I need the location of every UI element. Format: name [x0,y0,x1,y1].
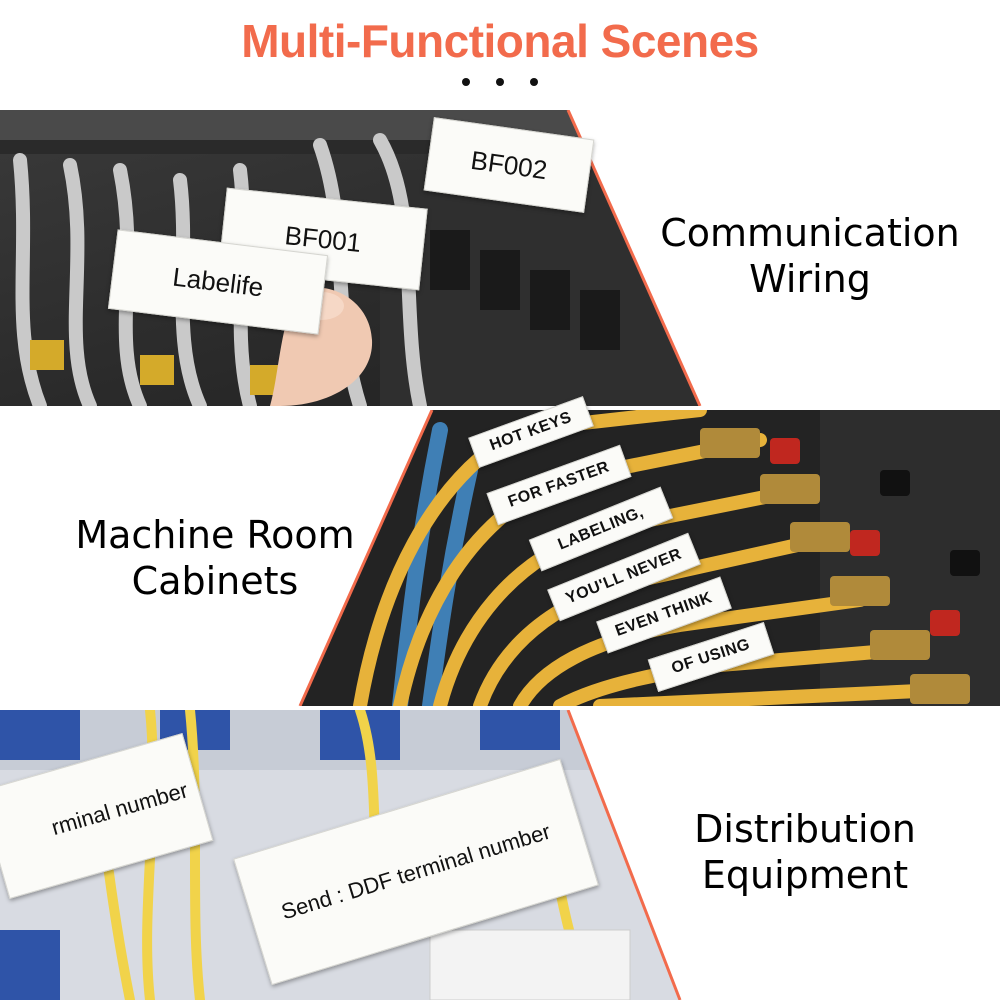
page-title: Multi-Functional Scenes [241,15,759,67]
dot [462,78,470,86]
caption-line: Distribution [694,807,916,851]
caption-line: Communication [660,211,960,255]
caption-line: Wiring [749,257,871,301]
decorative-dots [0,78,1000,86]
scene-1-caption: Communication Wiring [630,210,990,302]
caption-line: Equipment [701,853,909,897]
scene-3-caption: Distribution Equipment [620,806,990,898]
scene-distribution-equipment: rminal number Send : DDF terminal number… [0,710,1000,1000]
scene-machine-room-cabinets: HOT KEYS FOR FASTER LABELING, YOU'LL NEV… [0,396,1000,706]
dot [530,78,538,86]
dot [496,78,504,86]
caption-line: Cabinets [131,559,299,603]
scene-2-caption: Machine Room Cabinets [20,512,410,604]
caption-line: Machine Room [75,513,355,557]
scene-communication-wiring: BF002 BF001 Labelife Communication Wirin… [0,110,1000,406]
